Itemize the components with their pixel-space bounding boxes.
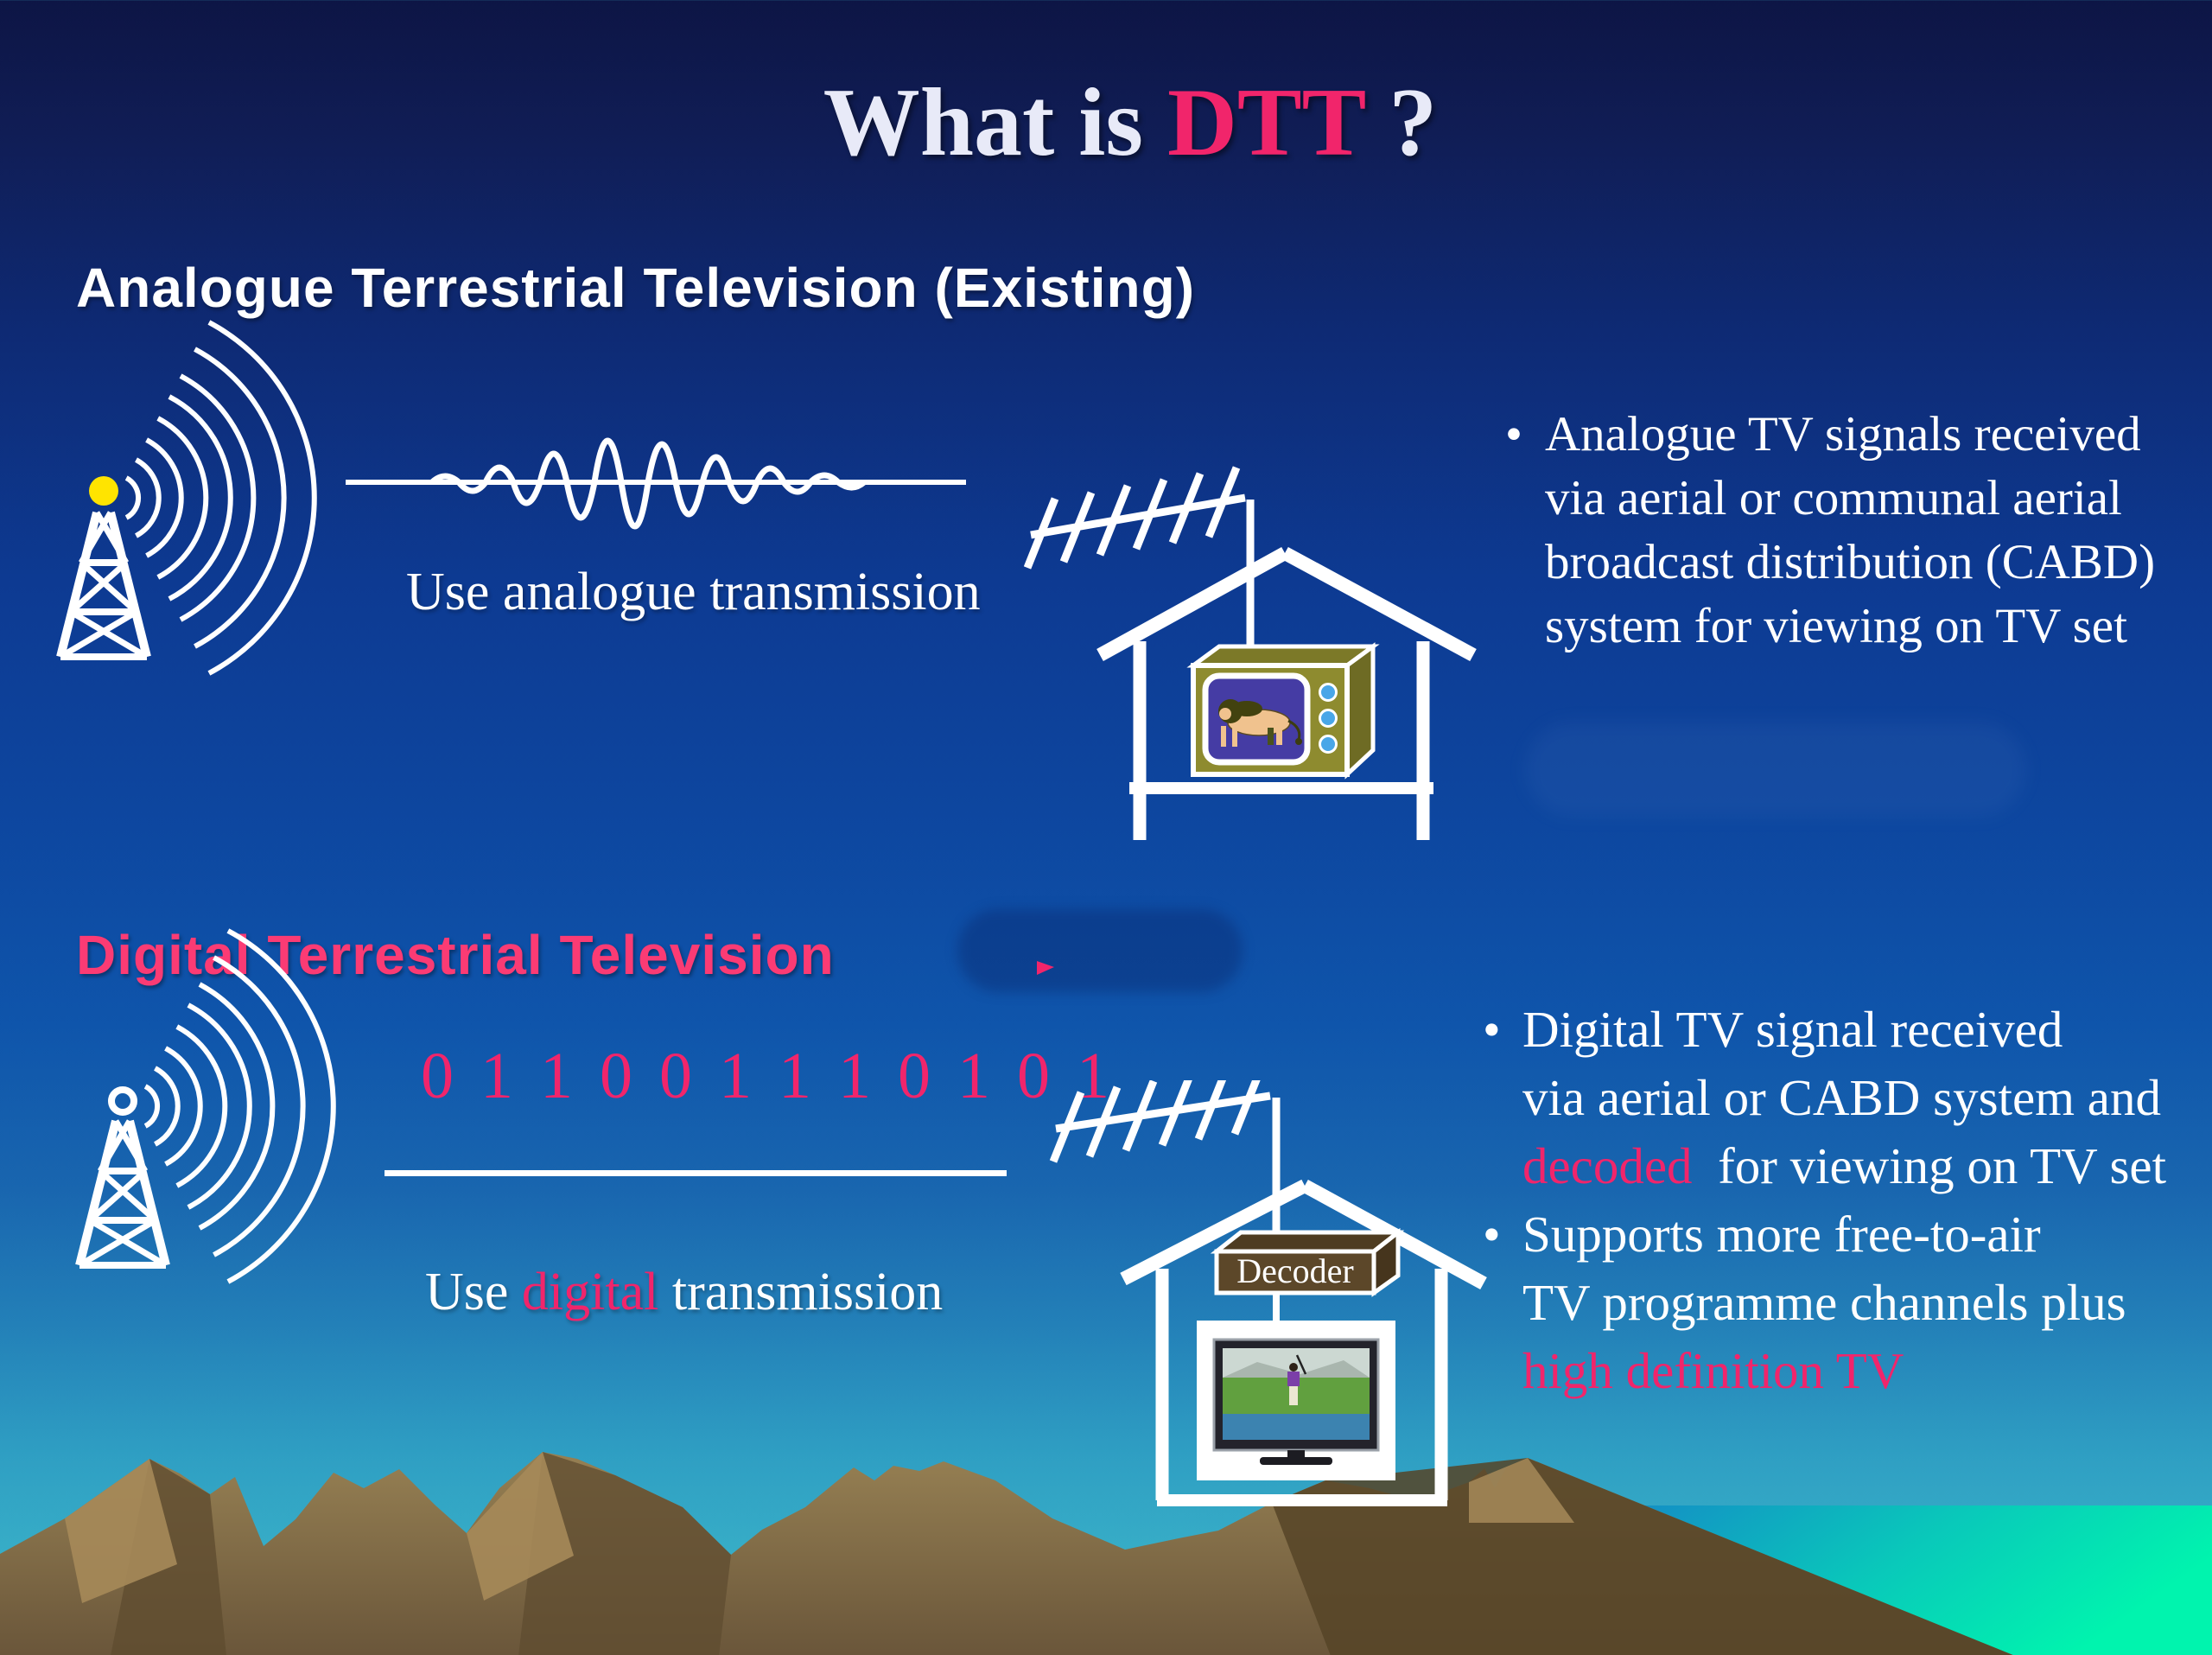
mountain-shadow-facet — [1272, 1458, 2013, 1655]
bullet-icon: • — [1505, 407, 1522, 461]
caption-text: transmission — [658, 1263, 944, 1321]
house-walls — [1155, 1269, 1448, 1500]
decoder-label: Decoder — [1236, 1251, 1353, 1290]
crt-tv-icon — [1186, 642, 1380, 780]
bullet-text-accent: high definition TV — [1522, 1342, 1904, 1399]
bullet-text: broadcast distribution (CABD) — [1545, 535, 2156, 589]
digital-bullet-list: • Digital TV signal received via aerial o… — [1483, 996, 2212, 1405]
bullet-text: via aerial or CABD system and — [1522, 1069, 2161, 1126]
bullet-text: Analogue TV signals received — [1545, 407, 2141, 461]
caption-accent: digital — [521, 1263, 659, 1321]
aerial-antenna-icon — [1024, 466, 1246, 570]
list-item: • Analogue TV signals received — [1505, 403, 2212, 467]
list-item: • Supports more free-to-air — [1483, 1200, 2212, 1269]
list-item: via aerial or communal aerial — [1505, 467, 2212, 531]
mountain-highlight-facet — [65, 1459, 177, 1603]
bullet-icon: • — [1483, 1206, 1501, 1263]
bullet-text: system for viewing on TV set — [1545, 599, 2127, 653]
landscape-graphic — [0, 1452, 2212, 1655]
caption-text: Use — [425, 1263, 522, 1321]
tv-knob — [1319, 709, 1338, 728]
flat-tv-icon — [1197, 1321, 1395, 1480]
golf-image — [1223, 1348, 1370, 1440]
lion-image — [1218, 699, 1302, 747]
title-suffix: ? — [1364, 69, 1438, 176]
bullet-text: for viewing on TV set — [1692, 1137, 2166, 1194]
list-item: broadcast distribution (CABD) — [1505, 531, 2212, 595]
binary-signal-text: 0 1 1 0 0 1 1 1 0 1 0 1 — [421, 1040, 1115, 1112]
page-title: What is DTT ? — [823, 67, 1438, 179]
beacon-light — [89, 476, 118, 506]
mountain-highlight-facet — [467, 1452, 574, 1601]
bullet-text: via aerial or communal aerial — [1545, 471, 2122, 525]
radio-waves-icon — [143, 928, 336, 1284]
bullet-text: TV programme channels plus — [1522, 1274, 2126, 1331]
digital-transmission-tower-icon — [75, 928, 336, 1284]
erased-text-remnant — [1037, 961, 1054, 975]
radio-waves-icon — [124, 320, 317, 676]
antenna-ring — [108, 1086, 137, 1116]
analogue-house-icon — [1024, 466, 1477, 840]
list-item: TV programme channels plus — [1483, 1269, 2212, 1337]
analogue-transmission-tower-icon — [56, 320, 317, 676]
analogue-waveform-icon — [346, 437, 966, 530]
aerial-antenna-icon — [1049, 1080, 1271, 1163]
signal-baseline — [385, 1170, 1007, 1176]
digital-section-heading: Digital Terrestrial Television — [76, 924, 835, 986]
mountain-highlight-facet — [1469, 1458, 1574, 1523]
bullet-text-accent: decoded — [1522, 1137, 1693, 1194]
analogue-section-heading: Analogue Terrestrial Television (Existin… — [76, 257, 1196, 319]
list-item: system for viewing on TV set — [1505, 595, 2212, 659]
bullet-text: Digital TV signal received — [1522, 1001, 2063, 1058]
house-walls — [1133, 641, 1430, 840]
list-item: via aerial or CABD system and — [1483, 1064, 2212, 1132]
digital-house-icon: Decoder — [1049, 1080, 1487, 1506]
list-item: decoded for viewing on TV set — [1483, 1132, 2212, 1200]
erased-text-smudge — [957, 909, 1243, 992]
digital-caption: Use digital transmission — [425, 1262, 943, 1323]
list-item: high definition TV — [1483, 1337, 2212, 1405]
bullet-text: Supports more free-to-air — [1522, 1206, 2041, 1263]
tv-knob — [1319, 735, 1338, 754]
title-prefix: What is — [823, 69, 1168, 176]
analogue-bullet-list: • Analogue TV signals received via aerial… — [1505, 403, 2212, 659]
decoder-box-icon: Decoder — [1210, 1227, 1405, 1297]
title-accent-dtt: DTT — [1167, 69, 1365, 176]
house-roof — [1096, 546, 1477, 662]
list-item: • Digital TV signal received — [1483, 996, 2212, 1064]
mountain-shadow-facet — [518, 1452, 731, 1655]
bullet-icon: • — [1483, 1001, 1501, 1058]
erased-text-smudge — [1525, 722, 2026, 817]
analogue-caption: Use analogue transmission — [406, 563, 981, 621]
tv-knob — [1319, 683, 1338, 702]
